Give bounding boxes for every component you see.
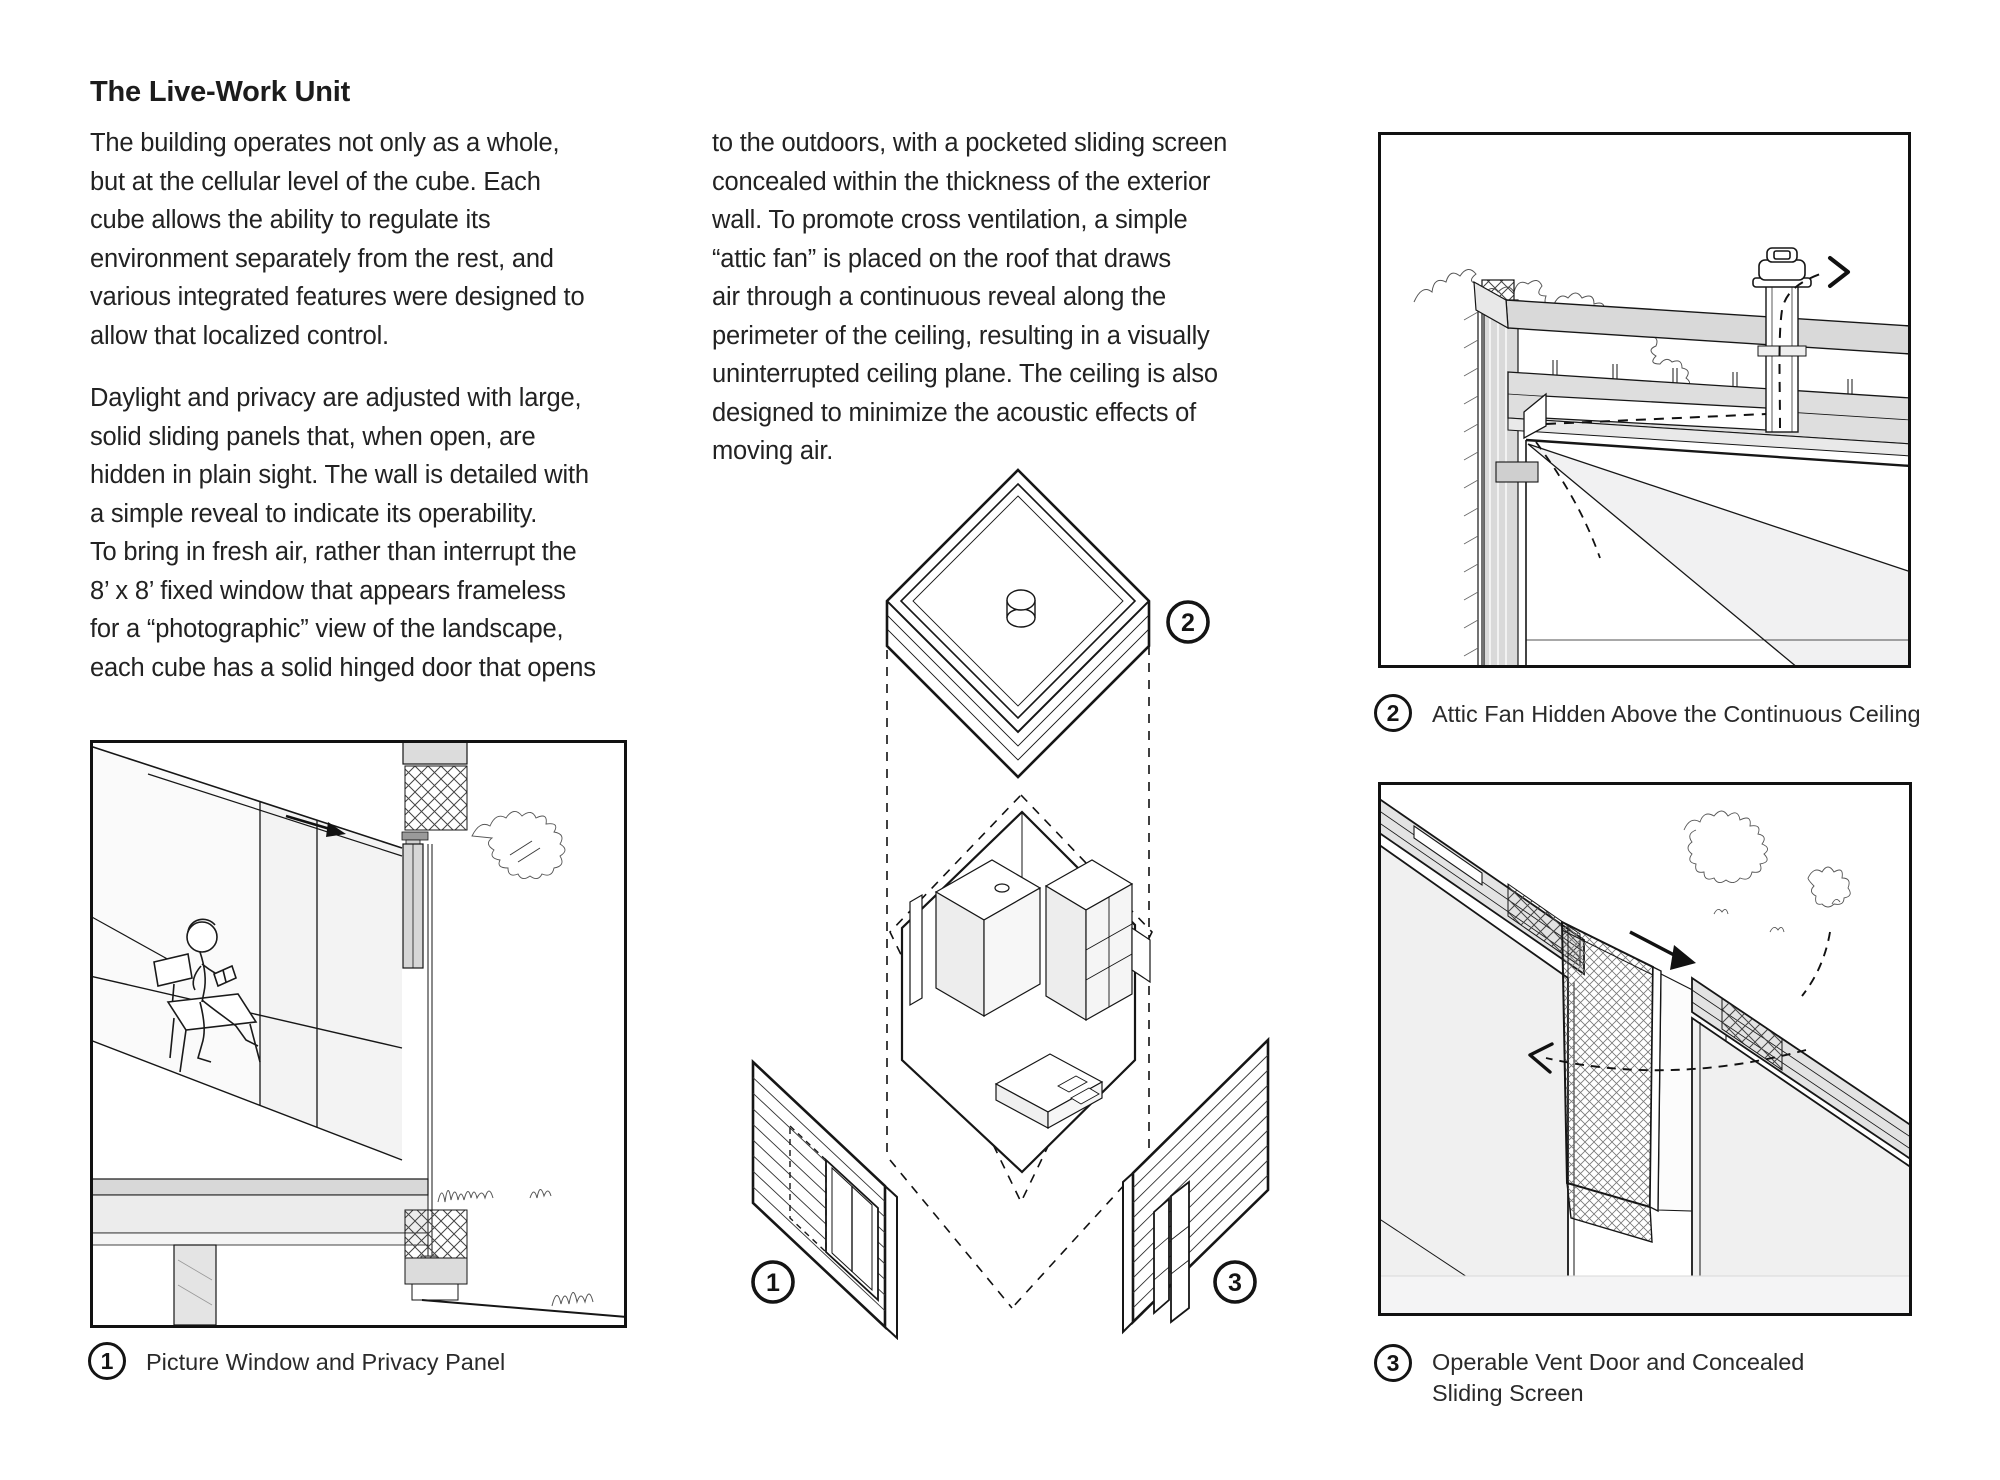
column1-paragraph1: The building operates not only as a whol… [90,129,585,350]
fig3-ground [1379,1275,1911,1315]
airflow-arrow-icon [1828,256,1850,288]
fig3-frame [1378,782,1912,1316]
figure1-number-badge: 1 [88,1342,126,1380]
column1-paragraph2: Daylight and privacy are adjusted with l… [90,384,596,682]
fig2-roof-assembly [1473,247,1911,457]
figure2-caption-text: Attic Fan Hidden Above the Continuous Ce… [1432,701,1921,727]
page-title: The Live-Work Unit [90,76,351,108]
diagram-label-1: 1 [766,1269,780,1297]
diagram-label-3: 3 [1228,1269,1242,1297]
attic-fan-unit [1752,247,1812,288]
figure2-caption: 2 Attic Fan Hidden Above the Continuous … [1374,694,1921,732]
fig1-frame [90,740,627,1328]
column2-paragraph1: to the outdoors, with a pocketed sliding… [712,129,1228,465]
fig3-swing-dashed-arrow-icon [1528,931,1831,1074]
fig3-slide-arrow-icon [1629,930,1696,970]
fig3-foliage-scribble [1683,810,1851,933]
open-vent-door [1153,1180,1190,1324]
fig3-left-wall [1378,796,1585,1316]
fig1-wall-section [401,741,468,1301]
diagram-number-labels: 2 1 3 [751,600,1257,1304]
fig3-mesh-door [1560,920,1662,1243]
fig1-interior [90,745,403,1161]
figure1-caption-text: Picture Window and Privacy Panel [146,1349,506,1375]
fig1-exterior [421,811,627,1318]
room-axon [900,810,1151,1174]
roof-plate [885,468,1151,779]
diagram-label-2: 2 [1181,609,1195,637]
roof-fan-knob [1006,589,1036,628]
figure1-drawing [90,740,627,1328]
figure3-drawing [1378,782,1912,1316]
exploded-axonometric-diagram: 2 1 3 [740,460,1310,1340]
figure3-number-badge: 3 [1374,1344,1412,1382]
figure2-number-badge: 2 [1374,694,1412,732]
airflow-dashed-path [1535,256,1850,559]
seated-person-figure [153,918,261,1073]
slide-direction-arrow-icon [285,814,346,837]
figure3-caption-text: Operable Vent Door and Concealed Sliding… [1432,1349,1805,1406]
fig2-room-interior [1495,438,1911,668]
vent-door-wall-panel [1122,1036,1270,1335]
window-wall-panel [751,1058,898,1340]
fig3-right-wall [1691,976,1912,1316]
figure1-caption: 1 Picture Window and Privacy Panel [88,1342,505,1380]
fig1-floor-slab [90,1178,429,1326]
fig2-frame [1378,132,1911,668]
figure2-drawing [1378,132,1911,668]
figure3-caption: 3 Operable Vent Door and Concealed Slidi… [1374,1344,1854,1409]
